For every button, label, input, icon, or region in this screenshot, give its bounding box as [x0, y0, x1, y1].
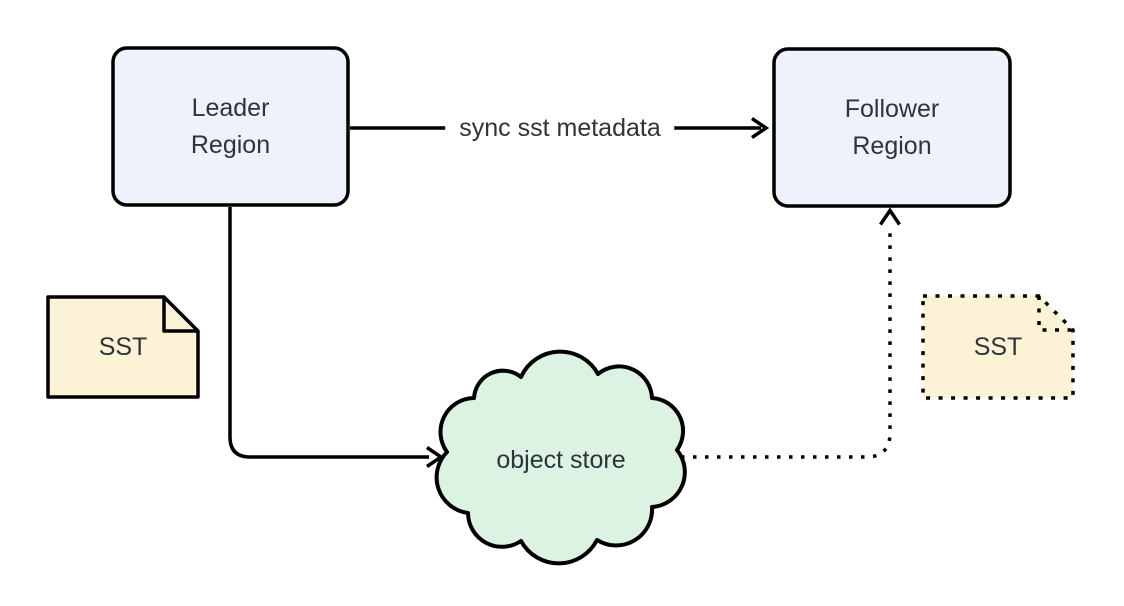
object-store-cloud-shape [434, 349, 687, 566]
leader-region-box [111, 46, 350, 207]
sst-file-right-shape [921, 294, 1075, 400]
file-note-outline [46, 295, 200, 399]
file-fold-corner-icon [162, 297, 198, 333]
follower-region-box [772, 47, 1012, 208]
arrowhead-up-icon [879, 207, 901, 226]
arrowhead-right-icon [751, 117, 770, 139]
edge-object-store-to-follower-line [681, 229, 892, 459]
file-note-outline [921, 294, 1075, 400]
edge-leader-to-object-store-line [228, 207, 429, 459]
sst-file-left-shape [46, 295, 200, 399]
